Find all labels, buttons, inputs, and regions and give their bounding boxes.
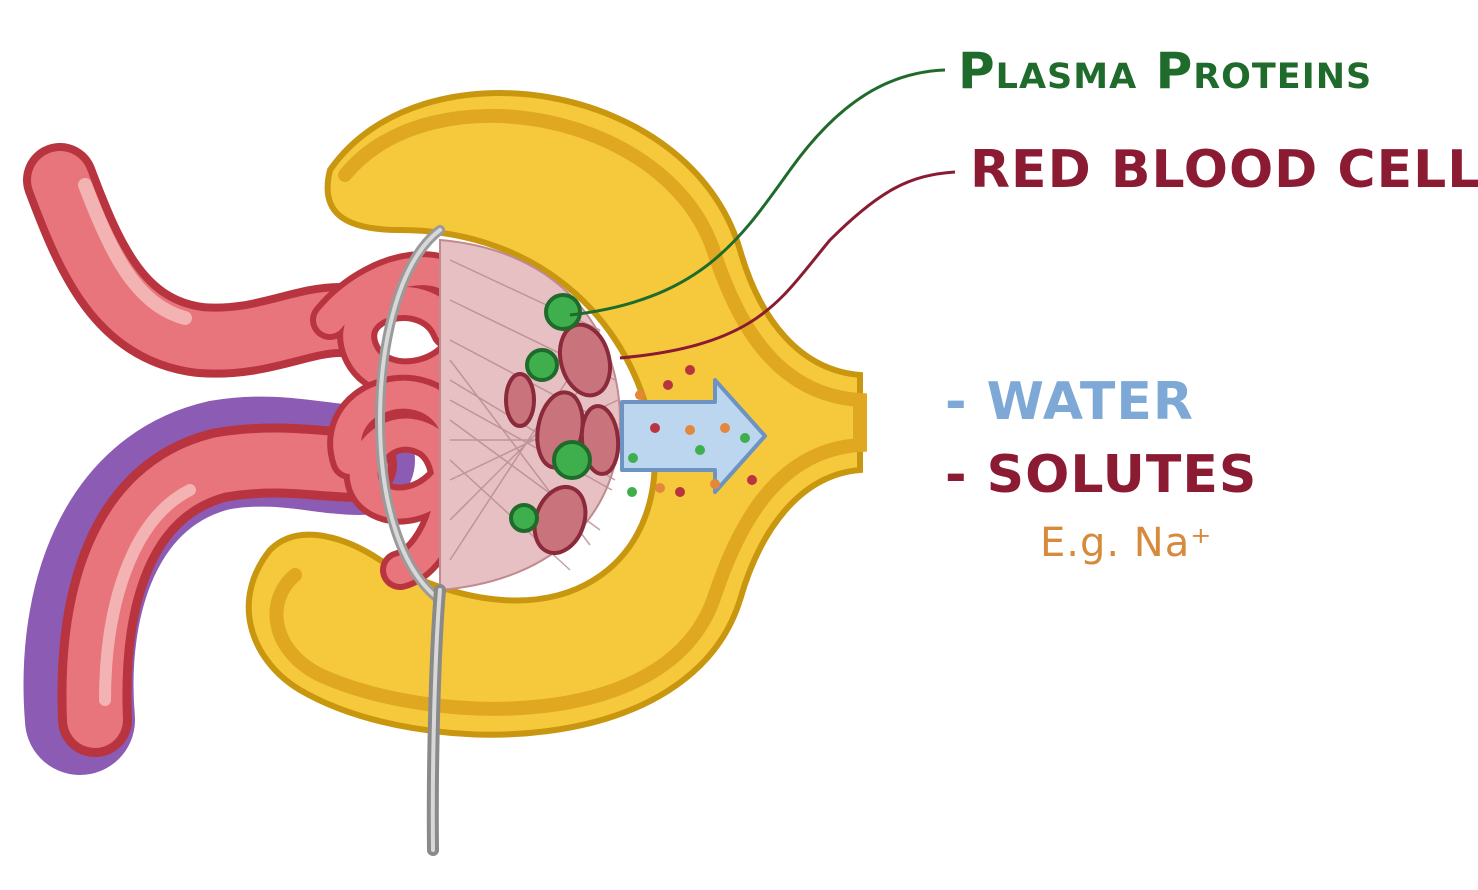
arteriole-upper	[23, 143, 377, 378]
arteriole-lower	[23, 396, 415, 775]
label-plasma-proteins: Plasma Proteins	[958, 42, 1373, 100]
filtration-sieve	[374, 225, 622, 856]
plasma-proteins	[509, 293, 592, 533]
solute-dots	[627, 365, 757, 497]
label-example-sodium: E.g. Na⁺	[1040, 520, 1213, 566]
red-blood-cells	[504, 322, 621, 555]
label-red-blood-cells: Red Blood cells	[970, 140, 1478, 200]
filtrate-arrow	[620, 378, 767, 494]
label-solutes: - SOLUTES	[945, 445, 1258, 505]
label-water: - WATER	[945, 372, 1194, 432]
leader-red-blood-cells	[619, 170, 956, 360]
leader-plasma-proteins	[569, 68, 946, 317]
